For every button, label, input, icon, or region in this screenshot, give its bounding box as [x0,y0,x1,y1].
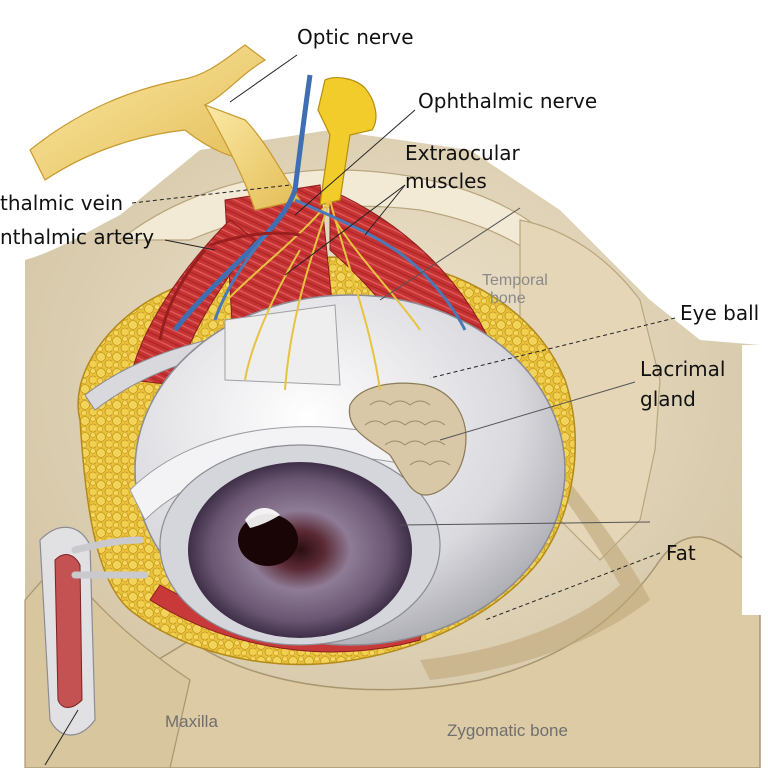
medial-rectus [129,219,256,386]
label-eye-ball: Eye ball [680,301,760,325]
leader-ophthalmic-artery [164,239,216,251]
leader-bottom-left [44,709,79,766]
label-lacrimal-line2: gland [640,387,696,411]
vein-branches [213,198,467,331]
lacrimal-gland [348,382,467,496]
leader-lacrimal-gland [439,381,636,441]
leader-muscle-right [399,521,651,526]
ophthalmic-vein [173,74,313,332]
iris [188,462,412,638]
label-optic-nerve: Optic nerve [297,25,414,49]
ophthalmic-artery [158,231,301,341]
right-label-panel [742,345,768,615]
leader-ophthalmic-nerve [294,109,416,216]
muscle-insertion-tendon [224,304,341,386]
plate-zygomatic-bone: Zygomatic bone [447,721,568,740]
nasolacrimal-inner [54,554,83,708]
leader-extraocular-1 [284,184,406,276]
plate-temporal-line2: bone [490,290,526,307]
leader-fat [484,552,661,621]
leader-optic-nerve [229,54,298,103]
label-ophthalmic-vein: thalmic vein [0,191,124,215]
nerve-fibres [199,199,421,391]
corneal-highlight [245,508,280,528]
plate-temporal-line1: Temporal [482,272,548,289]
optic-nerve-branch [29,44,267,181]
optic-nerve-trunk [203,103,301,211]
label-fat: Fat [666,541,696,565]
label-extraocular-line1: Extraocular [405,141,520,165]
canaliculi [71,536,149,579]
lacrimal-lobules [364,400,451,466]
label-lacrimal-line1: Lacrimal [640,357,726,381]
label-ophthalmic-nerve: Ophthalmic nerve [418,89,598,113]
ophthalmic-nerve [317,77,377,206]
left-label-panel [0,180,24,480]
leader-eye-ball [429,317,676,379]
leader-temporal [379,207,521,301]
leader-extraocular-2 [364,184,406,236]
label-ophthalmic-artery: nthalmic artery [0,225,155,249]
label-extraocular-line2: muscles [405,169,487,193]
plate-maxilla: Maxilla [165,712,218,731]
leader-ophthalmic-vein [131,184,291,204]
